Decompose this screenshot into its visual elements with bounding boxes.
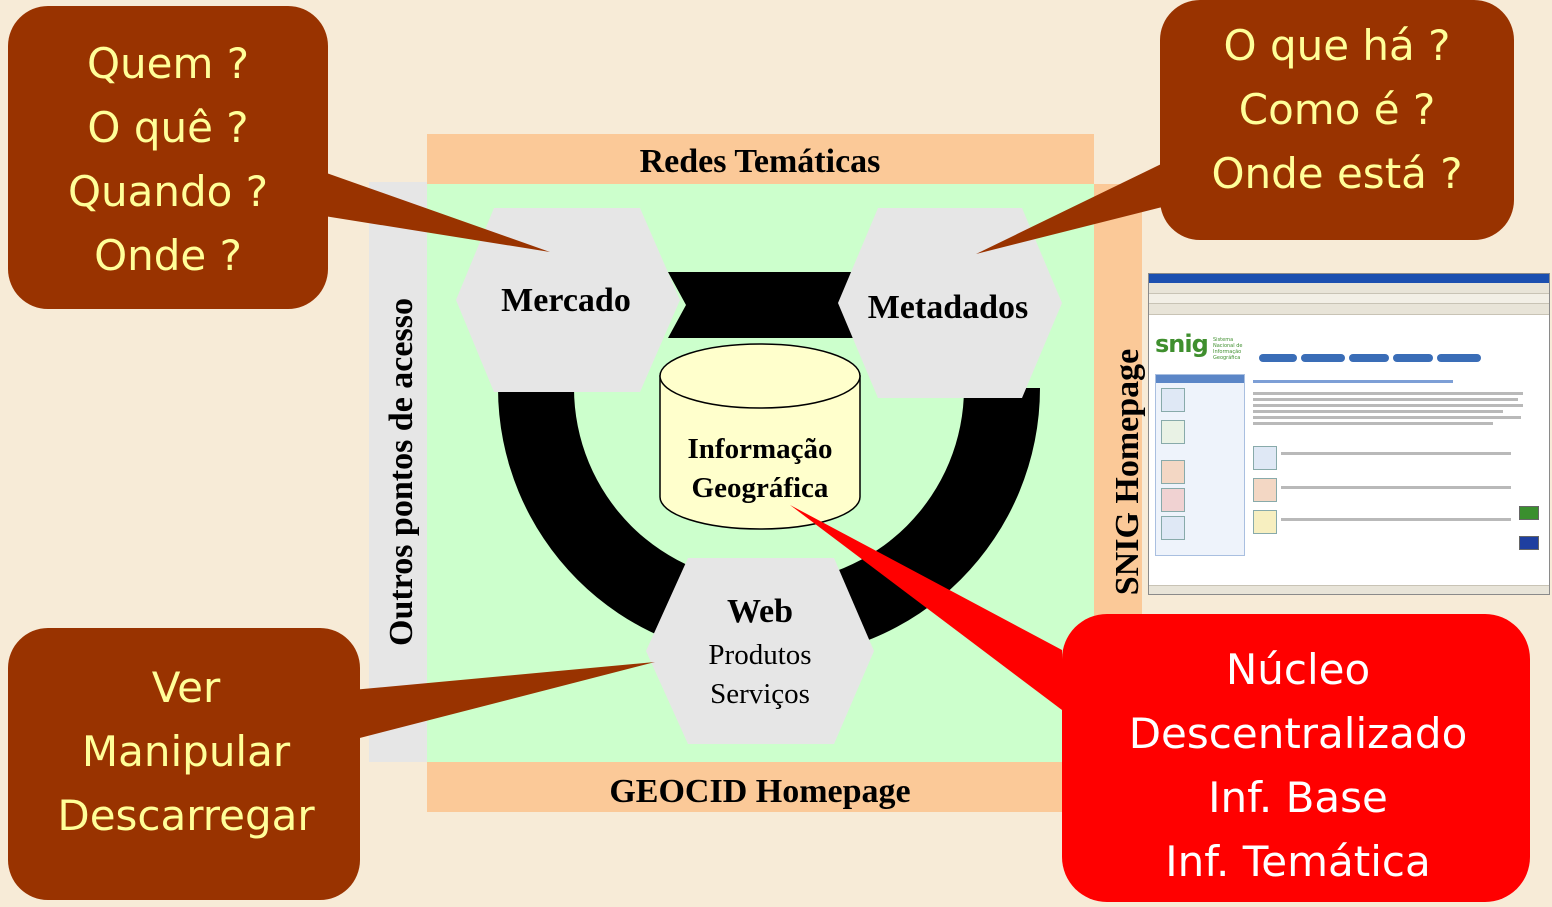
screenshot-nav-pill	[1349, 354, 1389, 362]
callout-bottom-left	[8, 628, 360, 900]
screenshot-toolbar	[1149, 283, 1549, 294]
bottom-band	[427, 762, 1094, 812]
screenshot-heading-line	[1253, 380, 1453, 383]
top-band-label: Redes Temáticas	[640, 143, 881, 180]
screenshot-text-line	[1253, 416, 1521, 419]
screenshot-thumbnail	[1161, 516, 1185, 540]
screenshot-text-line	[1281, 486, 1511, 489]
snig-logo: snig	[1155, 330, 1209, 358]
right-band-label: SNIG Homepage	[1109, 349, 1146, 596]
callout-bottom-left-line: Manipular	[82, 727, 291, 776]
screenshot-thumbnail	[1161, 460, 1185, 484]
callout-bottom-left-tail	[352, 662, 655, 740]
callout-bottom-right	[1062, 614, 1530, 902]
hex-metadata-label: Metadados	[868, 289, 1029, 326]
callout-bottom-right-line: Inf. Temática	[1165, 837, 1430, 886]
hex-web-line2: Serviços	[710, 678, 810, 710]
hex-web-title: Web	[727, 593, 793, 630]
callout-top-left	[8, 6, 328, 309]
screenshot-thumbnail	[1253, 510, 1277, 534]
screenshot-statusbar	[1149, 585, 1549, 594]
top-band	[427, 134, 1094, 184]
callout-top-right-tail	[976, 150, 1190, 254]
screenshot-thumbnail	[1253, 478, 1277, 502]
hex-web-line1: Produtos	[708, 639, 811, 671]
callout-bottom-right-tail	[790, 505, 1062, 710]
database-label-line1: Informação	[688, 433, 833, 465]
hexagon-market	[456, 208, 680, 392]
callout-top-left-line: Quando ?	[68, 167, 268, 216]
screenshot-nav-pill	[1301, 354, 1345, 362]
callout-top-right-line: O que há ?	[1224, 21, 1451, 70]
callout-bottom-right-line: Descentralizado	[1129, 709, 1468, 758]
screenshot-thumbnail	[1253, 446, 1277, 470]
screenshot-flag-icon	[1519, 506, 1539, 520]
screenshot-titlebar	[1149, 274, 1549, 283]
callout-top-right-line: Como é ?	[1239, 85, 1435, 134]
screenshot-thumbnail	[1161, 420, 1185, 444]
left-band-label: Outros pontos de acesso	[383, 298, 420, 646]
screenshot-text-line	[1281, 452, 1511, 455]
hex-market-label: Mercado	[501, 282, 631, 319]
callout-bottom-right-line: Núcleo	[1226, 645, 1370, 694]
callout-top-left-line: Quem ?	[87, 39, 249, 88]
bottom-band-label: GEOCID Homepage	[609, 773, 910, 810]
callout-top-right-line: Onde está ?	[1211, 149, 1462, 198]
snig-homepage-screenshot: snig Sistema Nacional de Informação Geog…	[1148, 273, 1550, 595]
database-label-line2: Geográfica	[692, 472, 829, 504]
screenshot-thumbnail	[1161, 388, 1185, 412]
callout-bottom-left-line: Descarregar	[57, 791, 315, 840]
screenshot-nav-pill	[1437, 354, 1481, 362]
screenshot-text-line	[1253, 410, 1503, 413]
screenshot-text-line	[1281, 518, 1511, 521]
callout-bottom-left-line: Ver	[152, 663, 221, 712]
screenshot-address-bar	[1149, 294, 1549, 304]
snig-logo-subtitle: Sistema Nacional de Informação Geográfic…	[1213, 337, 1243, 361]
screenshot-nav-pill	[1393, 354, 1433, 362]
database-cylinder	[659, 343, 861, 530]
screenshot-text-line	[1253, 422, 1493, 425]
callout-top-left-line: O quê ?	[87, 103, 248, 152]
callout-top-right	[1160, 0, 1514, 240]
callout-top-left-tail	[318, 170, 550, 252]
screenshot-text-line	[1253, 392, 1523, 395]
callout-bottom-right-line: Inf. Base	[1208, 773, 1388, 822]
hexagon-metadata	[838, 208, 1062, 398]
screenshot-thumbnail	[1161, 488, 1185, 512]
bow-connector	[668, 272, 870, 338]
screenshot-nav-pill	[1259, 354, 1297, 362]
screenshot-eu-flag-icon	[1519, 536, 1539, 550]
screenshot-toolbar-2	[1149, 304, 1549, 315]
left-access-band	[369, 182, 427, 762]
callout-top-left-line: Onde ?	[94, 231, 242, 280]
screenshot-text-line	[1253, 398, 1518, 401]
screenshot-text-line	[1253, 404, 1523, 407]
hexagon-web	[646, 558, 874, 744]
